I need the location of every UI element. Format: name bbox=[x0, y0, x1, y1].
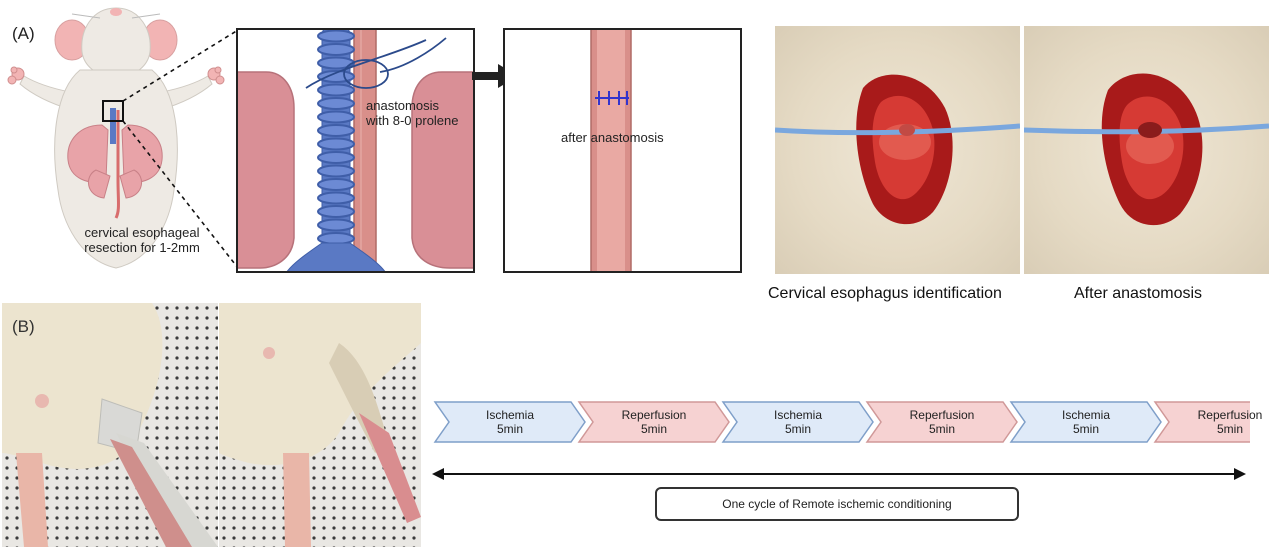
trachea-ring bbox=[318, 112, 354, 123]
trachea-ring bbox=[318, 193, 354, 204]
after-anastomosis-caption: after anastomosis bbox=[561, 130, 664, 145]
photo-tourniquet-applied bbox=[2, 303, 218, 547]
cycle-double-arrow bbox=[430, 465, 1250, 483]
timeline-step-name: Ischemia bbox=[449, 408, 571, 422]
anastomosis-drawing bbox=[236, 28, 475, 273]
trachea-ring bbox=[318, 98, 354, 109]
trachea-ring bbox=[318, 125, 354, 136]
timeline-step-duration: 5min bbox=[1169, 422, 1275, 436]
trachea-ring bbox=[318, 152, 354, 163]
trachea-ring bbox=[318, 206, 354, 217]
after-anastomosis-box: after anastomosis bbox=[503, 28, 742, 273]
cycle-label: One cycle of Remote ischemic conditionin… bbox=[722, 497, 951, 511]
trachea-ring bbox=[318, 85, 354, 96]
tissue-wound-after bbox=[1024, 26, 1269, 274]
photo-after-anastomosis bbox=[1024, 26, 1269, 274]
trachea-ring bbox=[318, 166, 354, 177]
timeline-step-duration: 5min bbox=[737, 422, 859, 436]
zoom-lines bbox=[0, 0, 240, 272]
trachea-ring bbox=[318, 179, 354, 190]
timeline-step-duration: 5min bbox=[449, 422, 571, 436]
timeline-step-name: Reperfusion bbox=[1169, 408, 1275, 422]
rat-leg-cuff bbox=[2, 303, 218, 547]
photo-caption-identification: Cervical esophagus identification bbox=[768, 285, 1002, 303]
panel-b-label: (B) bbox=[12, 317, 35, 337]
trachea-ring bbox=[318, 233, 354, 244]
timeline-step-duration: 5min bbox=[881, 422, 1003, 436]
tissue-wound bbox=[775, 26, 1020, 274]
trachea-ring bbox=[318, 58, 354, 69]
timeline-step-name: Reperfusion bbox=[593, 408, 715, 422]
anastomosis-caption: anastomosis with 8-0 prolene bbox=[366, 98, 459, 128]
timeline-step-name: Reperfusion bbox=[881, 408, 1003, 422]
trachea-ring bbox=[318, 44, 354, 55]
anastomosis-zoom-box: anastomosis with 8-0 prolene bbox=[236, 28, 475, 273]
photo-reperfusion bbox=[219, 303, 421, 547]
timeline-step-name: Ischemia bbox=[1025, 408, 1147, 422]
photo-esophagus-identification bbox=[775, 26, 1020, 274]
trachea-ring bbox=[318, 139, 354, 150]
cycle-label-box: One cycle of Remote ischemic conditionin… bbox=[655, 487, 1019, 521]
timeline-step-duration: 5min bbox=[593, 422, 715, 436]
trachea-ring bbox=[318, 220, 354, 231]
timeline-step-duration: 5min bbox=[1025, 422, 1147, 436]
anastomosis-caption-line1: anastomosis bbox=[366, 98, 459, 113]
rat-leg-reperfusion bbox=[219, 303, 421, 547]
after-anastomosis-drawing bbox=[503, 28, 742, 273]
timeline-step-name: Ischemia bbox=[737, 408, 859, 422]
trachea-ring bbox=[318, 31, 354, 42]
photo-caption-after: After anastomosis bbox=[1074, 285, 1202, 303]
anastomosis-caption-line2: with 8-0 prolene bbox=[366, 113, 459, 128]
